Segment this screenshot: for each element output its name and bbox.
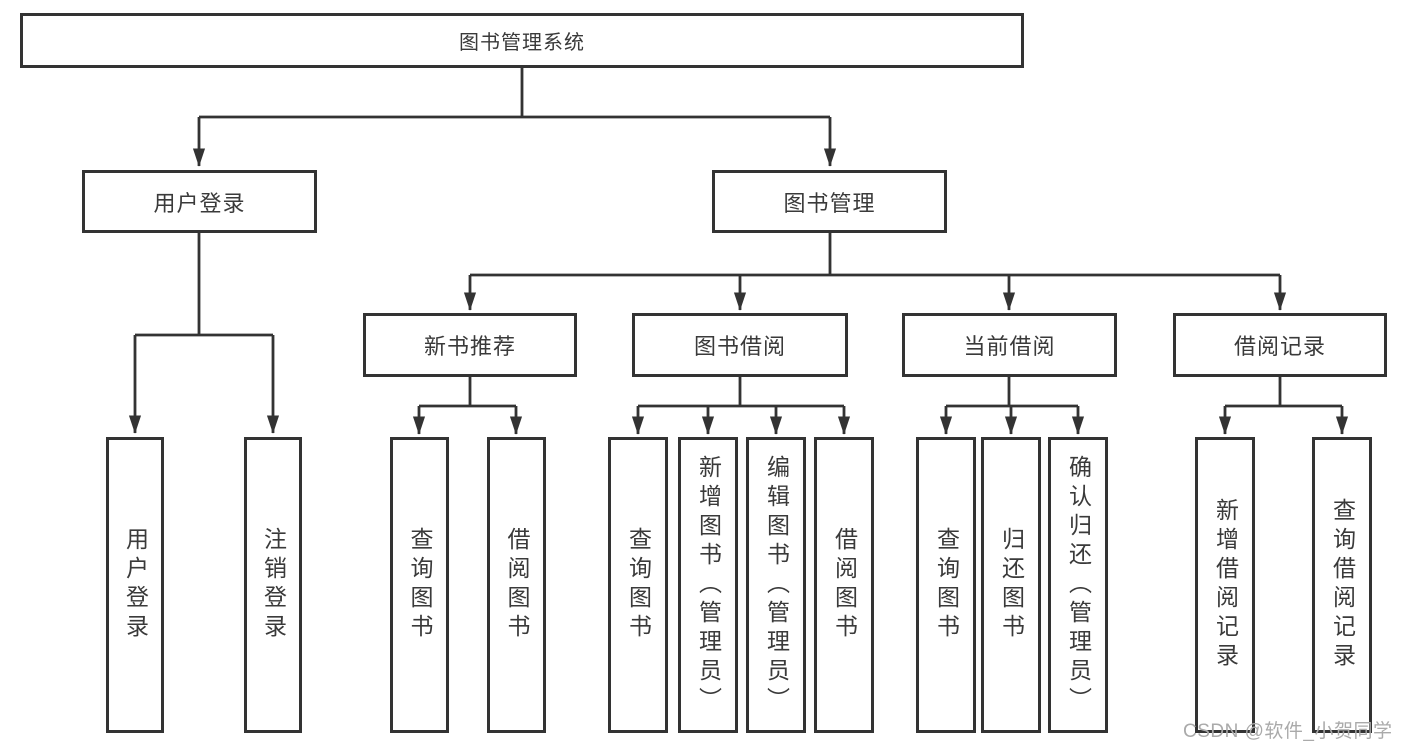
leaf-label: 用户登录 (122, 527, 149, 643)
leaf-label: 查询图书 (625, 527, 652, 643)
leaf-label: 借阅图书 (831, 527, 858, 643)
node-user-login: 用户登录 (82, 170, 317, 233)
node-new-book-recommend: 新书推荐 (363, 313, 577, 377)
leaf-label: 确认归还（管理员） (1065, 454, 1092, 716)
node-borrow-records: 借阅记录 (1173, 313, 1387, 377)
leaf-label: 编辑图书（管理员） (763, 454, 790, 716)
leaf-label: 归还图书 (998, 527, 1025, 643)
leaf-label: 借阅图书 (504, 527, 530, 643)
node-library-system: 图书管理系统 (20, 13, 1024, 68)
leaf-borrow-query-book: 查询图书 (608, 437, 668, 733)
leaf-label: 注销登录 (260, 527, 287, 643)
leaf-logout: 注销登录 (244, 437, 302, 733)
leaf-label: 查询借阅记录 (1329, 498, 1356, 672)
leaf-label: 新增图书（管理员） (695, 454, 722, 716)
leaf-label: 查询图书 (407, 527, 433, 643)
leaf-records-query-record: 查询借阅记录 (1312, 437, 1372, 733)
leaf-recommend-query-book: 查询图书 (390, 437, 449, 733)
node-book-management: 图书管理 (712, 170, 947, 233)
leaf-borrow-edit-book-admin: 编辑图书（管理员） (746, 437, 806, 733)
leaf-borrow-borrow-book: 借阅图书 (814, 437, 874, 733)
leaf-records-add-record: 新增借阅记录 (1195, 437, 1255, 733)
leaf-current-query-book: 查询图书 (916, 437, 976, 733)
leaf-current-return-book: 归还图书 (981, 437, 1041, 733)
leaf-recommend-borrow-book: 借阅图书 (487, 437, 546, 733)
leaf-label: 查询图书 (933, 527, 960, 643)
leaf-current-confirm-return-admin: 确认归还（管理员） (1048, 437, 1108, 733)
leaf-borrow-add-book-admin: 新增图书（管理员） (678, 437, 738, 733)
leaf-user-login: 用户登录 (106, 437, 164, 733)
node-book-borrow: 图书借阅 (632, 313, 848, 377)
leaf-label: 新增借阅记录 (1212, 498, 1239, 672)
csdn-watermark: CSDN @软件_小贺同学 (1183, 721, 1393, 742)
node-current-borrow: 当前借阅 (902, 313, 1117, 377)
